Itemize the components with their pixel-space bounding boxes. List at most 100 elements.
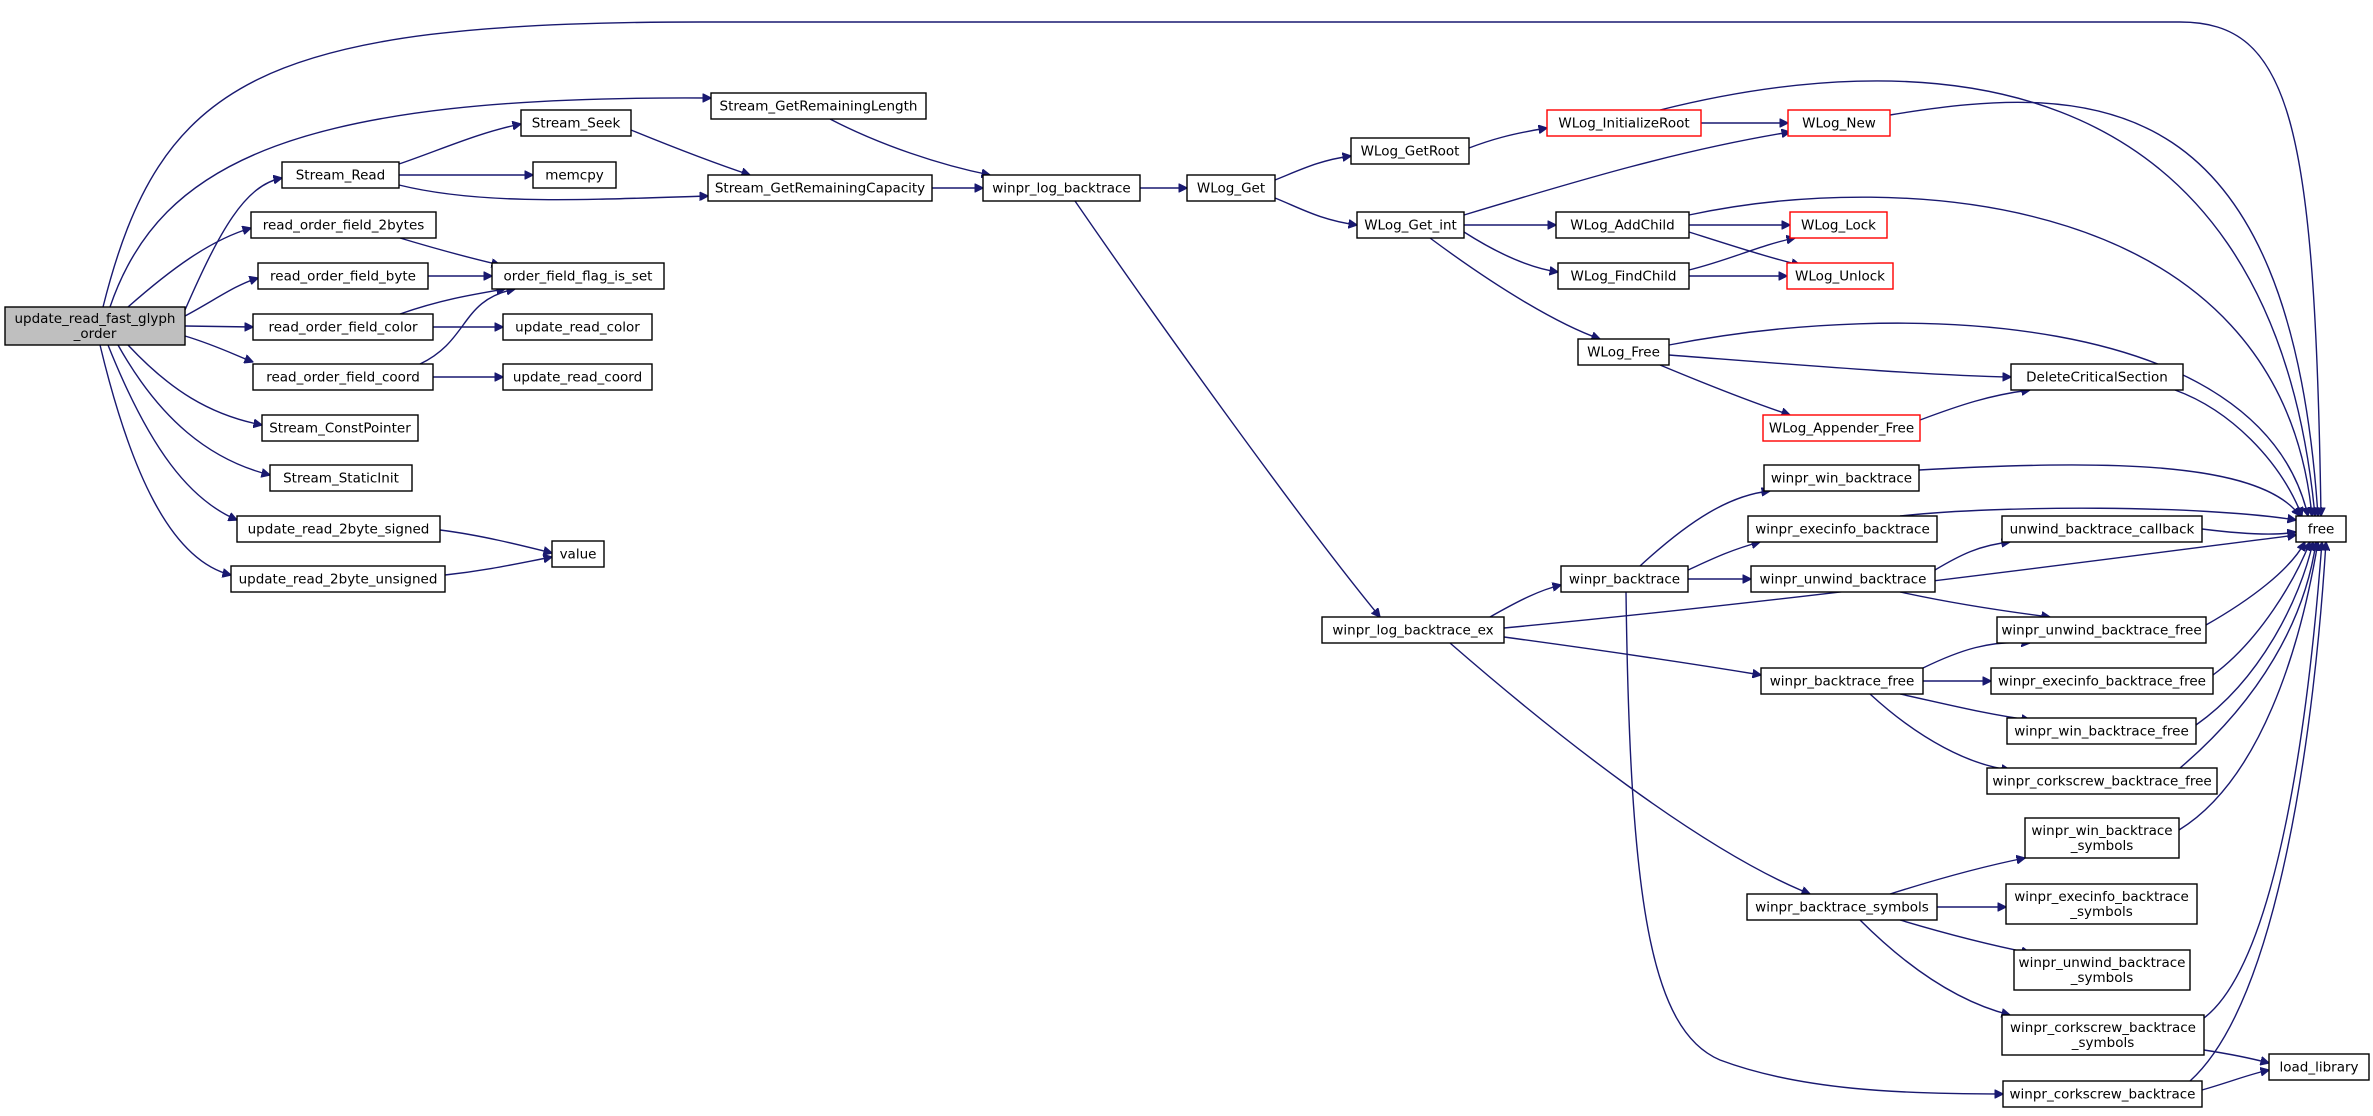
node-read-order-field-coord[interactable]: read_order_field_coord <box>252 363 434 391</box>
edge-wlog_free-to-wlog_appender_free <box>1659 364 1790 415</box>
edge-read_order_field_coord-to-order_field_flag_is_set <box>419 289 515 365</box>
node-winpr-corkscrew-backtrace-free[interactable]: winpr_corkscrew_backtrace_free <box>1986 767 2218 795</box>
node-update-read-coord[interactable]: update_read_coord <box>502 363 653 391</box>
node-label: Stream_StaticInit <box>283 471 399 487</box>
edge-winpr_execinfo_backtrace_free-to-free <box>2212 542 2310 676</box>
node-box <box>1747 515 1938 543</box>
node-label: read_order_field_byte <box>270 269 416 285</box>
node-root[interactable]: update_read_fast_glyph_order <box>4 306 186 346</box>
node-winpr-corkscrew-backtrace[interactable]: winpr_corkscrew_backtrace <box>2002 1080 2203 1108</box>
node-load-library[interactable]: load_library <box>2268 1053 2370 1081</box>
node-label: WLog_Appender_Free <box>1769 421 1914 437</box>
node-wlog-findchild[interactable]: WLog_FindChild <box>1557 262 1690 290</box>
node-winpr-backtrace[interactable]: winpr_backtrace <box>1560 565 1689 593</box>
edge-winpr_backtrace_free-to-winpr_win_backtrace_free <box>1899 693 2030 720</box>
node-winpr-log-backtrace-ex[interactable]: winpr_log_backtrace_ex <box>1321 616 1505 644</box>
node-order-field-flag-is-set[interactable]: order_field_flag_is_set <box>491 262 665 290</box>
node-wlog-get[interactable]: WLog_Get <box>1186 174 1276 202</box>
edge-winpr_backtrace_symbols-to-winpr_win_backtrace_symbols <box>1889 858 2025 895</box>
node-box <box>502 313 653 341</box>
node-label: winpr_execinfo_backtrace_free <box>1998 674 2206 690</box>
node-winpr-win-backtrace[interactable]: winpr_win_backtrace <box>1763 464 1920 492</box>
edge-winpr_log_backtrace_ex-to-winpr_backtrace <box>1489 585 1561 618</box>
node-box <box>2295 515 2347 543</box>
node-winpr-backtrace-symbols[interactable]: winpr_backtrace_symbols <box>1746 893 1938 921</box>
node-winpr-unwind-backtrace-symbols[interactable]: winpr_unwind_backtrace_symbols <box>2013 949 2191 991</box>
node-label: winpr_win_backtrace <box>1771 471 1912 487</box>
edge-wlog_initializeroot-to-free <box>1659 80 2315 516</box>
edge-winpr_unwind_backtrace-to-unwind_backtrace_callback <box>1934 542 2010 571</box>
node-label: winpr_execinfo_backtrace <box>1755 522 1930 538</box>
node-free[interactable]: free <box>2295 515 2347 543</box>
node-wlog-initializeroot[interactable]: WLog_InitializeRoot <box>1546 109 1702 137</box>
node-update-read-2byte-signed[interactable]: update_read_2byte_signed <box>236 515 441 543</box>
node-box <box>520 109 632 137</box>
node-read-order-field-byte[interactable]: read_order_field_byte <box>257 262 429 290</box>
node-box <box>2001 1014 2205 1056</box>
node-wlog-getroot[interactable]: WLog_GetRoot <box>1350 137 1470 165</box>
node-box <box>1350 137 1470 165</box>
node-label: order_field_flag_is_set <box>504 269 653 285</box>
edge-stream_read-to-stream_seek <box>398 124 521 165</box>
edge-root-to-read_order_field_byte <box>184 278 258 317</box>
node-stream-seek[interactable]: Stream_Seek <box>520 109 632 137</box>
node-wlog-get-int[interactable]: WLog_Get_int <box>1356 211 1465 239</box>
node-label: winpr_backtrace_free <box>1770 674 1915 690</box>
node-winpr-execinfo-backtrace-free[interactable]: winpr_execinfo_backtrace_free <box>1990 667 2214 695</box>
node-label: DeleteCriticalSection <box>2026 370 2168 386</box>
node-wlog-appender-free[interactable]: WLog_Appender_Free <box>1762 414 1921 442</box>
node-box <box>502 363 653 391</box>
edge-winpr_log_backtrace-to-winpr_log_backtrace_ex <box>1074 200 1380 617</box>
node-winpr-corkscrew-backtrace-symbols[interactable]: winpr_corkscrew_backtrace_symbols <box>2001 1014 2205 1056</box>
node-stream-constpointer[interactable]: Stream_ConstPointer <box>261 414 419 442</box>
node-box <box>1560 565 1689 593</box>
edge-root-to-stream_staticinit <box>117 344 270 475</box>
node-winpr-unwind-backtrace-free[interactable]: winpr_unwind_backtrace_free <box>1996 616 2207 644</box>
node-wlog-addchild[interactable]: WLog_AddChild <box>1555 211 1690 239</box>
node-label: winpr_unwind_backtrace <box>2019 955 2186 971</box>
edge-wlog_appender_free-to-deletecriticalsection <box>1919 390 2030 421</box>
edge-root-to-read_order_field_2bytes <box>127 228 251 308</box>
node-box <box>707 174 933 202</box>
node-box <box>2010 363 2184 391</box>
node-label: winpr_corkscrew_backtrace <box>2010 1020 2196 1036</box>
node-winpr-win-backtrace-symbols[interactable]: winpr_win_backtrace_symbols <box>2024 817 2180 859</box>
node-wlog-new[interactable]: WLog_New <box>1787 109 1891 137</box>
node-read-order-field-color[interactable]: read_order_field_color <box>252 313 434 341</box>
node-box <box>551 540 605 568</box>
node-winpr-backtrace-free[interactable]: winpr_backtrace_free <box>1760 667 1924 695</box>
node-label: WLog_Unlock <box>1795 269 1885 285</box>
edge-root-to-stream_getremaininglength <box>109 98 711 308</box>
edge-winpr_corkscrew_backtrace-to-load_library <box>2201 1070 2269 1091</box>
edge-root-to-read_order_field_coord <box>184 335 253 362</box>
node-box <box>1763 464 1920 492</box>
node-winpr-execinfo-backtrace[interactable]: winpr_execinfo_backtrace <box>1747 515 1938 543</box>
node-winpr-unwind-backtrace[interactable]: winpr_unwind_backtrace <box>1750 565 1936 593</box>
node-wlog-unlock[interactable]: WLog_Unlock <box>1786 262 1894 290</box>
node-stream-getremaininglength[interactable]: Stream_GetRemainingLength <box>710 92 927 120</box>
node-winpr-log-backtrace[interactable]: winpr_log_backtrace <box>982 174 1141 202</box>
edge-unwind_backtrace_callback-to-free <box>2201 528 2296 534</box>
node-label: read_order_field_2bytes <box>263 218 425 234</box>
edge-root-to-free <box>102 21 2321 516</box>
node-memcpy[interactable]: memcpy <box>532 161 617 189</box>
node-winpr-win-backtrace-free[interactable]: winpr_win_backtrace_free <box>2006 717 2197 745</box>
node-wlog-lock[interactable]: WLog_Lock <box>1789 211 1888 239</box>
node-label: Stream_GetRemainingCapacity <box>715 181 925 197</box>
node-stream-read[interactable]: Stream_Read <box>281 161 400 189</box>
node-stream-getremainingcapacity[interactable]: Stream_GetRemainingCapacity <box>707 174 933 202</box>
node-value[interactable]: value <box>551 540 605 568</box>
node-box <box>1546 109 1702 137</box>
node-wlog-free[interactable]: WLog_Free <box>1577 338 1670 366</box>
edge-winpr_backtrace-to-winpr_corkscrew_backtrace <box>1625 591 2003 1094</box>
node-label: unwind_backtrace_callback <box>2010 522 2195 538</box>
node-unwind-backtrace-callback[interactable]: unwind_backtrace_callback <box>2001 515 2203 543</box>
node-update-read-2byte-unsigned[interactable]: update_read_2byte_unsigned <box>230 565 446 593</box>
node-box <box>1789 211 1888 239</box>
node-stream-staticinit[interactable]: Stream_StaticInit <box>269 464 413 492</box>
node-read-order-field-2bytes[interactable]: read_order_field_2bytes <box>250 211 437 239</box>
node-box <box>257 262 429 290</box>
node-deletecriticalsection[interactable]: DeleteCriticalSection <box>2010 363 2184 391</box>
node-update-read-color[interactable]: update_read_color <box>502 313 653 341</box>
node-winpr-execinfo-backtrace-symbols[interactable]: winpr_execinfo_backtrace_symbols <box>2005 883 2198 925</box>
